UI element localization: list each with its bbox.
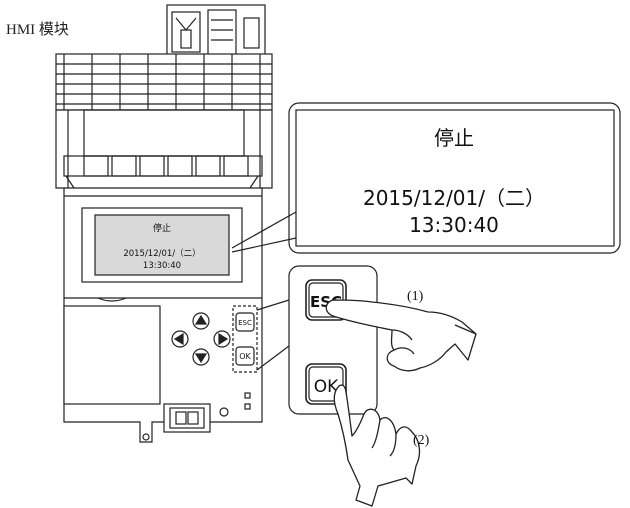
small-ok-key-label: OK xyxy=(239,352,251,361)
large-ok-key-label: OK xyxy=(314,377,339,397)
step-1-label: (1) xyxy=(407,289,424,304)
callout-time-text: 13:30:40 xyxy=(409,213,499,237)
figure-title: HMI 模块 xyxy=(6,21,69,38)
display-callout xyxy=(231,102,621,254)
hand-esc-press xyxy=(325,299,477,372)
step-2-label: (2) xyxy=(413,433,430,448)
device-time-text: 13:30:40 xyxy=(143,261,181,271)
hand-ok-press xyxy=(333,384,421,507)
callout-date-text: 2015/12/01/（二） xyxy=(363,186,545,210)
top-vents xyxy=(56,54,272,110)
callout-status-text: 停止 xyxy=(434,126,474,150)
device-date-text: 2015/12/01/（二） xyxy=(123,248,200,259)
device-status-text: 停止 xyxy=(153,222,171,234)
plc-device xyxy=(55,4,273,443)
small-esc-key-label: ESC xyxy=(238,319,252,327)
